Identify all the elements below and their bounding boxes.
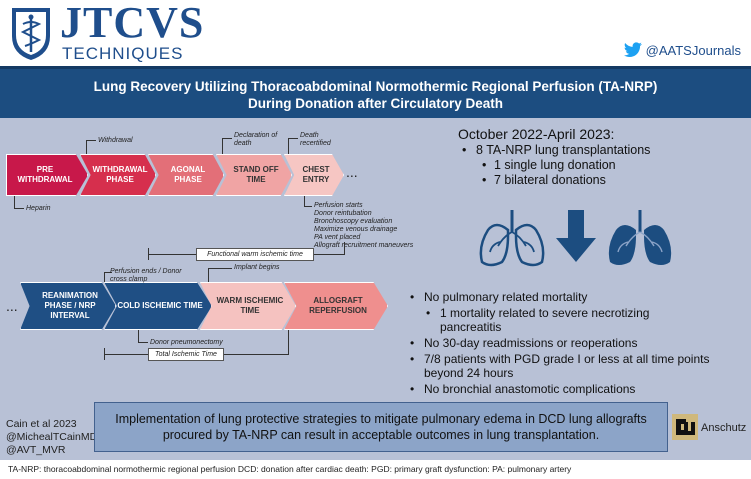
twitter-handle-group[interactable]: @AATSJournals	[623, 42, 741, 58]
note-bronchoscopy: Bronchoscopy evaluation	[314, 218, 393, 225]
citation-authors: Cain et al 2023	[6, 418, 77, 430]
stats-block: October 2022-April 2023: •8 TA-NRP lung …	[458, 126, 651, 187]
stats-heading: October 2022-April 2023:	[458, 126, 615, 142]
result-pgd: 7/8 patients with PGD grade I or less at…	[424, 352, 710, 380]
phase-allograft-reperfusion: ALLOGRAFT REPERFUSION	[284, 282, 388, 330]
lungs-filled-icon	[608, 210, 672, 265]
journal-subtitle: TECHNIQUES	[62, 44, 184, 63]
result-bronchial: No bronchial anastomotic complications	[424, 382, 636, 396]
timeline1-ellipsis: ...	[346, 164, 358, 180]
note-pa-vent: PA vent placed	[314, 234, 361, 241]
stat-total: 8 TA-NRP lung transplantations	[476, 143, 651, 157]
citation-handle-1[interactable]: @MichealTCainMD	[6, 431, 98, 443]
note-recruitment: Allograft recruitment maneuvers	[314, 242, 414, 249]
phase-chest-entry: CHEST ENTRY	[284, 154, 344, 196]
result-readmissions: No 30-day readmissions or reoperations	[424, 336, 638, 350]
conclusion-line-1: Implementation of lung protective strate…	[115, 412, 647, 426]
note-venous-drainage: Maximize venous drainage	[314, 226, 398, 233]
phase-stand-off: STAND OFF TIME	[216, 154, 292, 196]
citation-handle-2[interactable]: @AVT_MVR	[6, 444, 66, 456]
lungs-icon	[479, 210, 545, 267]
phase-agonal: AGONAL PHASE	[148, 154, 224, 196]
phase-pre-withdrawal: PRE WITHDRAWAL	[6, 154, 88, 196]
seal-icon	[12, 8, 50, 60]
timeline2-ellipsis: ...	[6, 298, 18, 314]
phase-warm-ischemic: WARM ISCHEMIC TIME	[200, 282, 296, 330]
note-perfusion-starts: Perfusion starts	[314, 202, 363, 209]
phase-withdrawal: WITHDRAWAL PHASE	[80, 154, 156, 196]
main-panel: PRE WITHDRAWAL WITHDRAWAL PHASE AGONAL P…	[0, 118, 751, 460]
title-line-2: During Donation after Circulatory Death	[247, 96, 504, 111]
event-heparin: Heparin	[26, 205, 51, 212]
event-declaration: Declaration of death	[234, 132, 278, 147]
twitter-bird-icon	[623, 42, 642, 57]
total-it-label: Total Ischemic Time	[148, 348, 224, 361]
event-death-recertified: Death recertified	[300, 132, 331, 147]
perfusion-notes: Perfusion starts Donor reintubation Bron…	[314, 202, 434, 250]
twitter-handle-text: @AATSJournals	[645, 42, 741, 58]
cu-logo-icon	[672, 414, 698, 440]
result-mortality: No pulmonary related mortality	[424, 290, 588, 304]
event-perfusion-ends: Perfusion ends / Donor cross clamp	[110, 268, 182, 283]
conclusion-box: Implementation of lung protective strate…	[94, 402, 668, 452]
header: JTCVS TECHNIQUES @AATSJournals	[0, 0, 751, 66]
phase-reanimation: REANIMATION PHASE / NRP INTERVAL	[20, 282, 116, 330]
note-reintubation: Donor reintubation	[314, 210, 372, 217]
stat-bilateral: 7 bilateral donations	[494, 173, 606, 187]
event-donor-pneumonectomy: Donor pneumonectomy	[150, 339, 223, 346]
functional-wit-label: Functional warm ischemic time	[196, 248, 314, 261]
anschutz-label: Anschutz	[701, 422, 747, 434]
conclusion-line-2: procured by TA-NRP can result in accepta…	[162, 428, 600, 442]
footer-abbreviations: TA-NRP: thoracoabdominal normothermic re…	[0, 460, 751, 479]
event-implant-begins: Implant begins	[234, 264, 280, 271]
journal-logo: JTCVS	[60, 0, 205, 47]
stat-single: 1 single lung donation	[494, 158, 616, 172]
phase-cold-ischemic: COLD ISCHEMIC TIME	[104, 282, 212, 330]
event-withdrawal: Withdrawal	[98, 137, 133, 144]
citation: Cain et al 2023 @MichealTCainMD @AVT_MVR	[6, 418, 97, 457]
results-list: •No pulmonary related mortality •1 morta…	[410, 290, 745, 396]
down-arrow-icon	[556, 210, 596, 262]
title-band: Lung Recovery Utilizing Thoracoabdominal…	[0, 66, 751, 118]
result-pancreatitis: 1 mortality related to severe necrotizin…	[440, 306, 650, 334]
title-line-1: Lung Recovery Utilizing Thoracoabdominal…	[93, 79, 658, 94]
